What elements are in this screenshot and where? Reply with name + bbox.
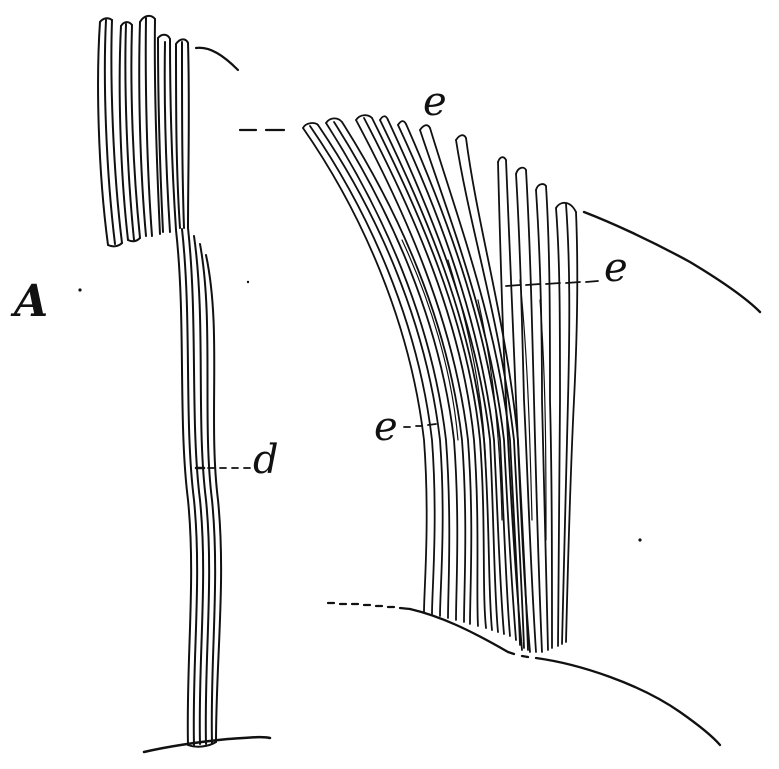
panel-letter: A [14, 276, 49, 327]
label-e-right: e [604, 245, 628, 291]
leader-lines [207, 280, 599, 469]
paper-specks [78, 280, 642, 542]
label-e-top: e [423, 79, 447, 125]
label-d: d [253, 437, 279, 483]
left-bottom-membrane-line [142, 735, 272, 754]
right-bundle-fibres [302, 114, 579, 653]
left-bundle-stem [175, 227, 223, 748]
label-e-left: e [374, 404, 398, 450]
left-bundle-top-fibres [97, 14, 190, 248]
right-bottom-membrane-line [408, 607, 722, 747]
right-top-membrane-line [582, 210, 762, 314]
left-top-membrane-line [194, 46, 240, 72]
right-bottom-dotted-line [326, 601, 412, 611]
